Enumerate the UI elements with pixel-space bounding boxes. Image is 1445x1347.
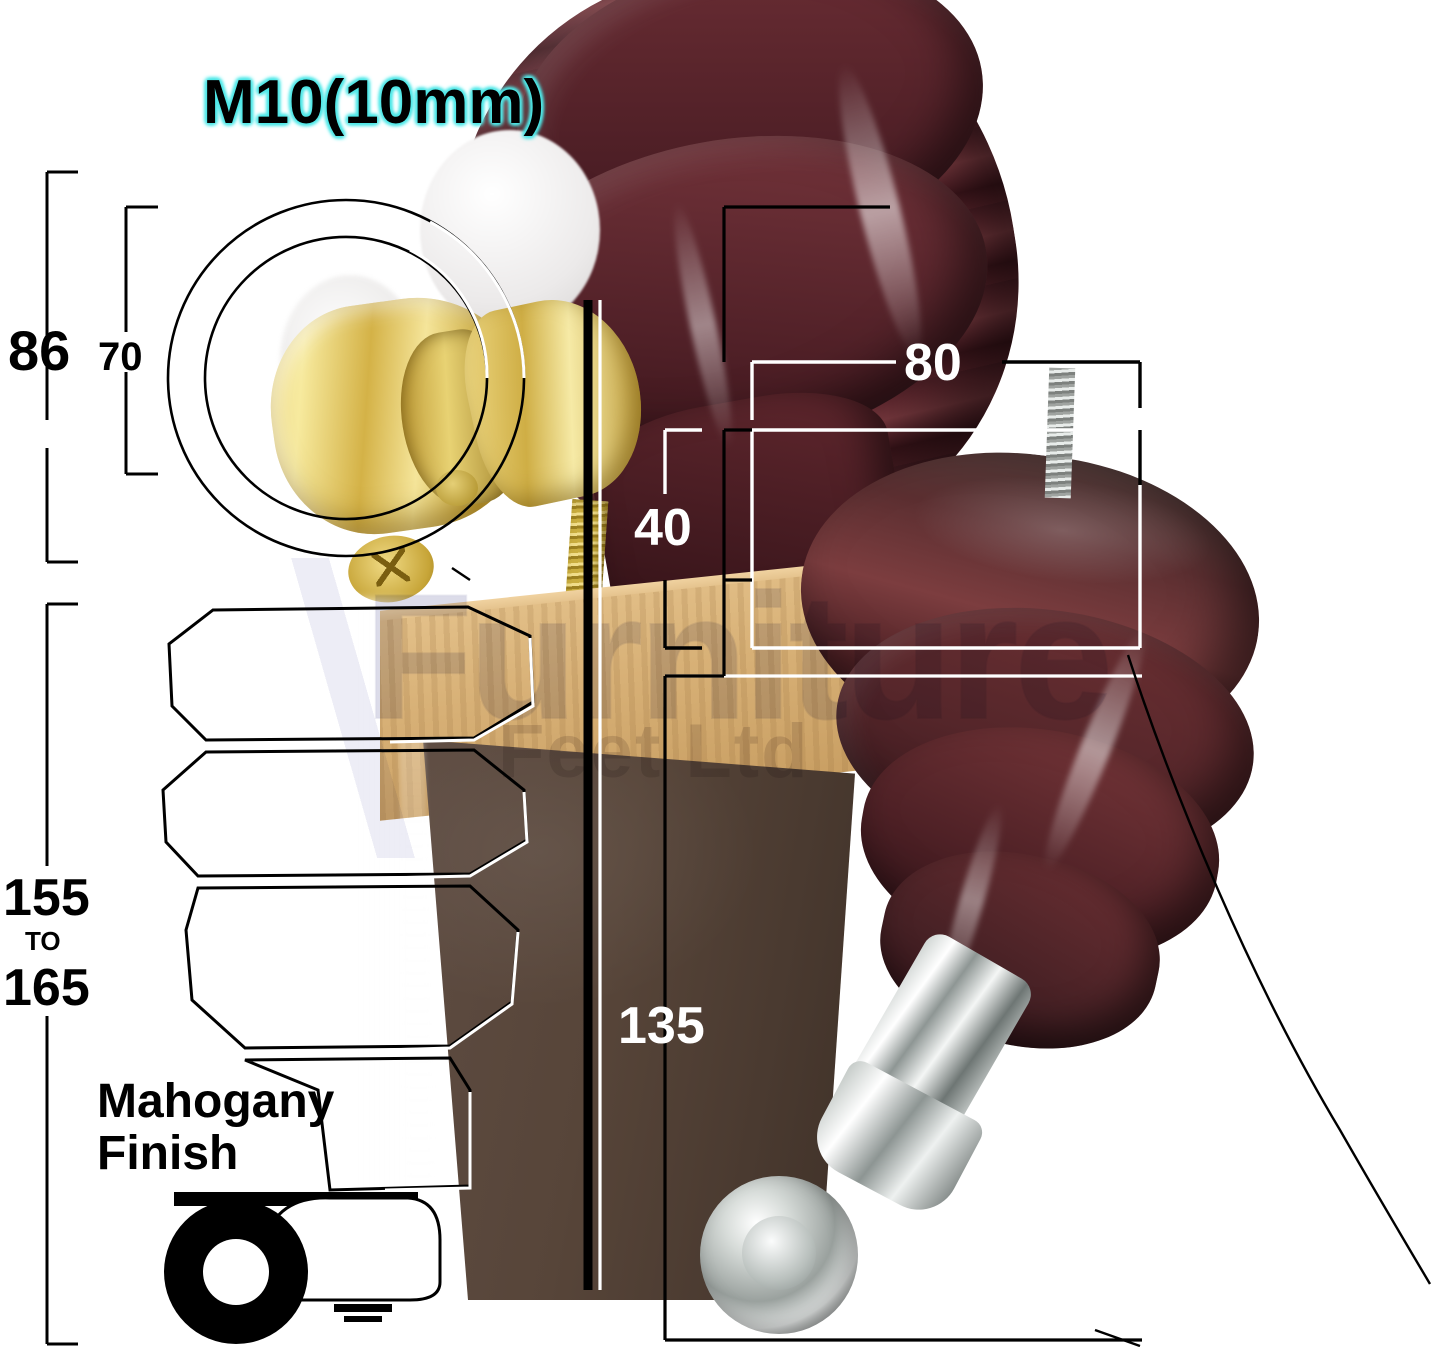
finish-label-line-1: Mahogany (97, 1075, 335, 1128)
dimension-label-to: TO (25, 926, 61, 956)
white-backing-disc (420, 130, 600, 330)
leader-lines (451, 567, 471, 581)
dimension-label-135: 135 (618, 997, 705, 1055)
thread-callout-label: M10(10mm) (203, 68, 545, 137)
brass-screw-head (436, 470, 478, 506)
finish-label-line-2: Finish (97, 1127, 239, 1180)
silver-threaded-bolt (1044, 367, 1076, 499)
dimension-label-165: 165 (3, 959, 90, 1017)
dimension-label-80: 80 (904, 334, 962, 392)
dimension-label-86: 86 (8, 319, 71, 382)
chrome-castor-wheel (700, 1176, 858, 1334)
dimension-label-155: 155 (3, 869, 90, 927)
outline-sweep-curve-base (1094, 1328, 1141, 1347)
brass-screw-head (342, 529, 440, 609)
dimension-label-40: 40 (634, 499, 692, 557)
dimension-label-70: 70 (98, 335, 143, 379)
